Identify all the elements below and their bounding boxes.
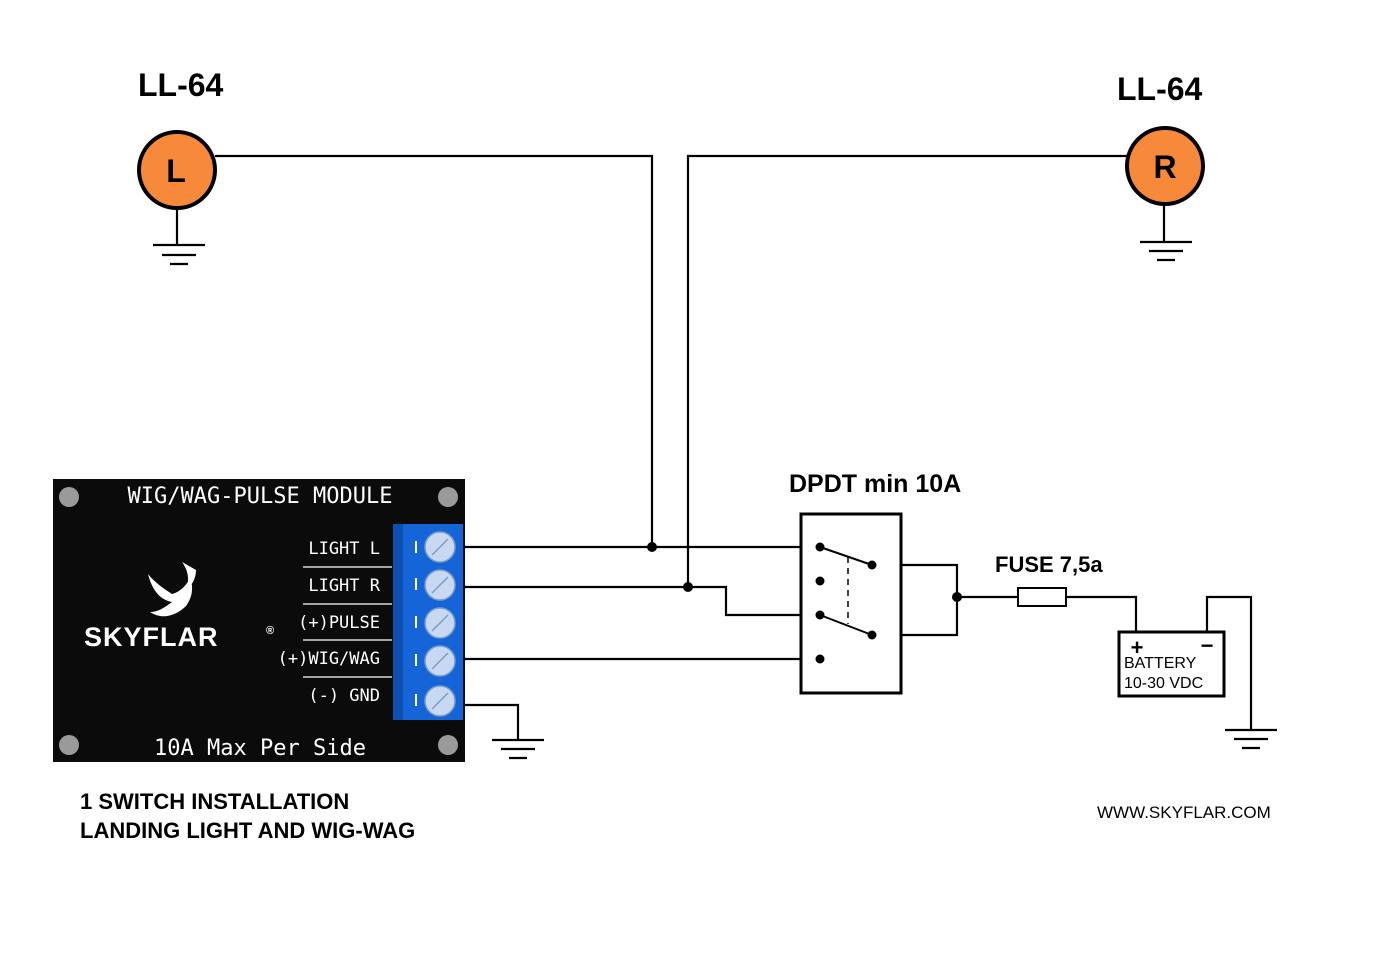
mount-hole [59, 487, 79, 507]
junction-dot [952, 592, 962, 602]
battery-body [1117, 630, 1226, 698]
caption-line1: 1 SWITCH INSTALLATION [80, 789, 349, 814]
wire-gnd [455, 703, 520, 740]
lamp-left-model: LL-64 [138, 67, 224, 103]
lamp-right: LL-64 R [1117, 71, 1205, 206]
terminal-label: (+)PULSE [298, 613, 380, 633]
ground-icon [1140, 240, 1192, 262]
junction-dots [647, 542, 962, 602]
dpdt-switch: DPDT min 10A [789, 470, 961, 695]
terminal-label: LIGHT L [308, 539, 380, 559]
battery-minus-icon: − [1201, 633, 1214, 658]
mount-hole [59, 735, 79, 755]
wires [175, 154, 1253, 740]
terminal-block-edge [393, 524, 403, 720]
wire-battery-gnd [1205, 595, 1253, 730]
lamp-left-bulb [137, 130, 217, 210]
ground-icon [153, 243, 205, 266]
fuse-label: FUSE 7,5a [995, 552, 1103, 577]
caption-line2: LANDING LIGHT AND WIG-WAG [80, 818, 415, 843]
lamp-left-letter: L [166, 153, 186, 189]
lamp-right-model: LL-64 [1117, 71, 1203, 107]
mount-hole [438, 735, 458, 755]
ground-icon [1225, 728, 1277, 750]
lamp-left: LL-64 L [137, 67, 224, 210]
module-registered-mark: ® [266, 625, 274, 637]
terminal-label: (+)WIG/WAG [278, 649, 380, 669]
lamp-right-bulb [1125, 126, 1205, 206]
mount-hole [438, 487, 458, 507]
wire-lamp-right [686, 154, 1128, 587]
fuse: FUSE 7,5a [995, 552, 1103, 607]
lamp-right-letter: R [1153, 149, 1176, 185]
switch-label: DPDT min 10A [789, 470, 961, 498]
module-brand: SKYFLAR [84, 622, 219, 652]
switch-body [799, 512, 903, 695]
battery: + − BATTERY 10-30 VDC [1117, 630, 1226, 698]
skyflar-logo-icon [148, 562, 196, 617]
website-url: WWW.SKYFLAR.COM [1097, 803, 1271, 822]
module-title: WIG/WAG-PULSE MODULE [128, 484, 393, 509]
wigwag-module: WIG/WAG-PULSE MODULE SKYFLAR ® LIGHT L L… [53, 479, 465, 762]
wire-lamp-left [215, 154, 654, 547]
battery-voltage: 10-30 VDC [1124, 675, 1203, 692]
battery-label: BATTERY [1124, 655, 1197, 672]
battery-plus-icon: + [1131, 635, 1144, 660]
ground-icon [492, 738, 544, 760]
wire-light-r [455, 585, 820, 617]
wire-fuse-battery [1066, 595, 1138, 632]
terminal-screws [415, 531, 456, 717]
terminal-label: LIGHT R [308, 576, 380, 596]
junction-dot [683, 582, 693, 592]
fuse-body [1017, 587, 1067, 607]
junction-dot [647, 542, 657, 552]
terminal-dividers [303, 566, 392, 678]
terminal-label: (-) GND [308, 686, 380, 706]
module-rating: 10A Max Per Side [154, 736, 366, 761]
